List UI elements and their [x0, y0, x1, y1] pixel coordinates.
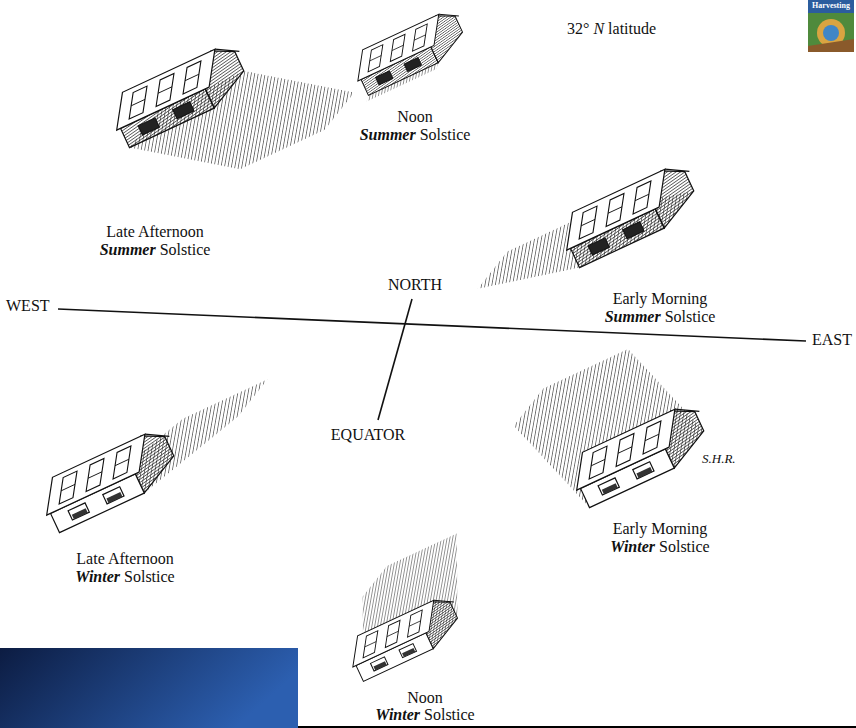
label-word: Afternoon [108, 550, 174, 567]
label-anchor: Early Morning Summer Solstice [605, 290, 716, 326]
house-noon-winter [320, 534, 496, 683]
label-word: Winter [610, 538, 655, 555]
label-word: Solstice [665, 308, 716, 325]
label-word: Late [106, 223, 134, 240]
label-word: Afternoon [138, 223, 204, 240]
house [563, 400, 716, 509]
house-early-morning-summer [465, 160, 706, 310]
label-anchor: Late Afternoon Summer Solstice [100, 223, 211, 259]
label-anchor: Late Afternoon Winter Solstice [75, 550, 174, 586]
artist-signature: S.H.R. [702, 452, 736, 467]
house-noon-summer [346, 7, 475, 102]
house-late-afternoon-summer [103, 4, 363, 210]
label-line: Noon [375, 690, 474, 707]
house [347, 7, 473, 97]
label-word: Harvesting [812, 1, 850, 10]
label-line: Winter Solstice [375, 707, 474, 724]
label-line: Summer Solstice [100, 241, 211, 259]
time-caption: Noon Summer Solstice [360, 108, 471, 144]
time-caption: Noon Winter Solstice [375, 690, 474, 724]
book-cover [808, 0, 854, 52]
label-word: EQUATOR [331, 426, 405, 443]
label-line: Summer Solstice [360, 126, 471, 144]
label-word: Early [613, 520, 648, 537]
time-caption: Late Afternoon Summer Solstice [100, 223, 211, 259]
book-title: Harvesting [812, 2, 850, 11]
book-cover-part [808, 39, 854, 52]
label-line: Early Morning [605, 290, 716, 308]
label-anchor: EAST [812, 331, 852, 349]
label-anchor: NORTH [388, 276, 442, 294]
time-caption: Late Afternoon Winter Solstice [75, 550, 174, 586]
label-anchor: Early Morning Winter Solstice [610, 520, 709, 556]
label-word: Solstice [124, 568, 175, 585]
label-word: Late [76, 550, 104, 567]
label-word: N [593, 20, 604, 37]
label-word: NORTH [388, 276, 442, 293]
label-word: Summer [100, 241, 156, 258]
label-word: Solstice [424, 706, 475, 723]
slide-band [0, 648, 298, 728]
house [33, 425, 186, 534]
label-line: 32° N latitude [567, 20, 656, 38]
book-cover-part [823, 25, 839, 41]
house-early-morning-winter [505, 333, 717, 522]
label-line: Summer Solstice [605, 308, 716, 326]
house-late-afternoon-winter [33, 377, 289, 534]
house [342, 593, 468, 683]
label-word: Solstice [160, 241, 211, 258]
label-line: Harvesting [812, 2, 850, 11]
label-line: Early Morning [610, 520, 709, 538]
label-line: Late Afternoon [100, 223, 211, 241]
label-word: latitude [608, 20, 656, 37]
label-word: Noon [407, 689, 443, 706]
label-anchor: S.H.R. [702, 452, 736, 467]
book-cover-part [808, 0, 854, 52]
label-line: Winter Solstice [610, 538, 709, 556]
label-word: Winter [375, 706, 420, 723]
label-anchor: EQUATOR [331, 426, 405, 444]
label-word: Summer [605, 308, 661, 325]
label-word: Morning [651, 520, 707, 537]
direction-label: NORTH [388, 276, 442, 294]
label-word: EAST [812, 331, 852, 348]
label-line: Late Afternoon [75, 550, 174, 568]
label-word: WEST [6, 297, 50, 314]
north-south-axis [378, 299, 412, 420]
label-line: Noon [360, 108, 471, 126]
label-line: EAST [812, 331, 852, 349]
label-word: Noon [397, 108, 433, 125]
label-word: Early [613, 290, 648, 307]
label-word: Morning [651, 290, 707, 307]
house [103, 40, 256, 149]
label-anchor: Noon Summer Solstice [360, 108, 471, 144]
label-anchor: WEST [6, 297, 50, 315]
label-word: 32° [567, 20, 589, 37]
label-line: WEST [6, 297, 50, 315]
direction-label: WEST [6, 297, 50, 315]
time-caption: Early Morning Winter Solstice [610, 520, 709, 556]
label-anchor: Noon Winter Solstice [375, 690, 474, 724]
house [553, 160, 706, 269]
label-line: Winter Solstice [75, 568, 174, 586]
label-anchor: Harvesting [812, 2, 850, 11]
time-caption: Early Morning Summer Solstice [605, 290, 716, 326]
label-word: Winter [75, 568, 120, 585]
book-cover-part [808, 13, 854, 52]
direction-label: EAST [812, 331, 852, 349]
label-line: EQUATOR [331, 426, 405, 444]
direction-label: EQUATOR [331, 426, 405, 444]
label-word: Solstice [420, 126, 471, 143]
label-word: Solstice [659, 538, 710, 555]
latitude-note: 32° N latitude [567, 20, 656, 38]
label-line: S.H.R. [702, 452, 736, 467]
label-line: NORTH [388, 276, 442, 294]
label-word: Summer [360, 126, 416, 143]
label-word: S.H.R. [702, 451, 736, 466]
label-anchor: 32° N latitude [567, 20, 656, 38]
